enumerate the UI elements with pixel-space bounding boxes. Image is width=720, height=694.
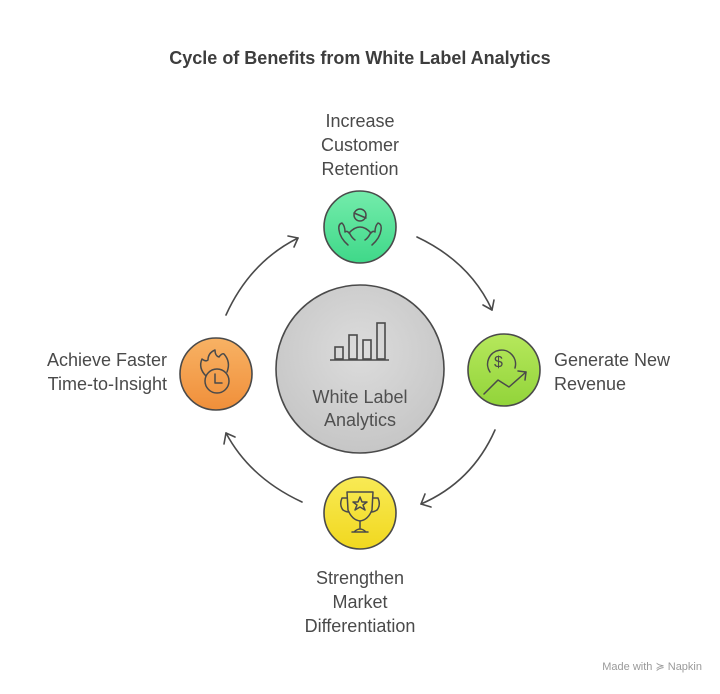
napkin-logo-icon: ≽ <box>655 661 665 673</box>
node-bottom-circle <box>323 476 397 550</box>
napkin-watermark: Made with ≽ Napkin <box>602 660 702 673</box>
node-left-circle <box>179 337 253 411</box>
label-line: Increase <box>325 111 395 131</box>
label-line: Generate New <box>554 350 671 370</box>
node-top-label: Increase Customer Retention <box>280 109 440 181</box>
arrowhead-right-to-bottom <box>420 493 432 508</box>
label-line: Differentiation <box>304 616 416 636</box>
brand-text: Napkin <box>667 661 702 673</box>
arrow-top-to-right <box>416 236 493 311</box>
arrow-left-to-top <box>225 237 299 316</box>
arrowhead-bottom-to-left <box>223 432 236 445</box>
arrow-bottom-to-left <box>225 432 303 503</box>
node-bottom-label: Strengthen Market Differentiation <box>270 566 450 638</box>
trophy-star-icon <box>339 491 381 533</box>
diagram-title: Cycle of Benefits from White Label Analy… <box>169 48 551 68</box>
label-line: Retention <box>321 159 399 179</box>
label-line: Achieve Faster <box>46 350 167 370</box>
svg-text:$: $ <box>494 354 503 371</box>
label-line: Revenue <box>554 374 627 394</box>
bar-chart-icon <box>330 322 389 361</box>
flame-clock-icon <box>199 349 230 394</box>
label-line: Time-to-Insight <box>47 374 167 394</box>
arrow-right-to-bottom <box>420 429 496 505</box>
label-line: Market <box>332 592 388 612</box>
center-circle <box>275 284 445 454</box>
hands-person-icon <box>338 208 382 246</box>
label-line: Strengthen <box>315 568 405 588</box>
center-label-line1: White Label <box>312 387 408 407</box>
node-right-label: Generate New Revenue <box>554 348 670 396</box>
dollar-growth-icon: $ <box>483 349 527 395</box>
label-line: Customer <box>320 135 400 155</box>
node-right-circle <box>467 333 541 407</box>
node-left-label: Achieve Faster Time-to-Insight <box>10 348 167 396</box>
center-label: White Label Analytics <box>280 386 440 432</box>
arrowhead-left-to-top <box>287 235 299 248</box>
arrowhead-top-to-right <box>482 299 495 311</box>
made-with-text: Made with <box>602 661 653 673</box>
center-label-line2: Analytics <box>323 410 397 430</box>
